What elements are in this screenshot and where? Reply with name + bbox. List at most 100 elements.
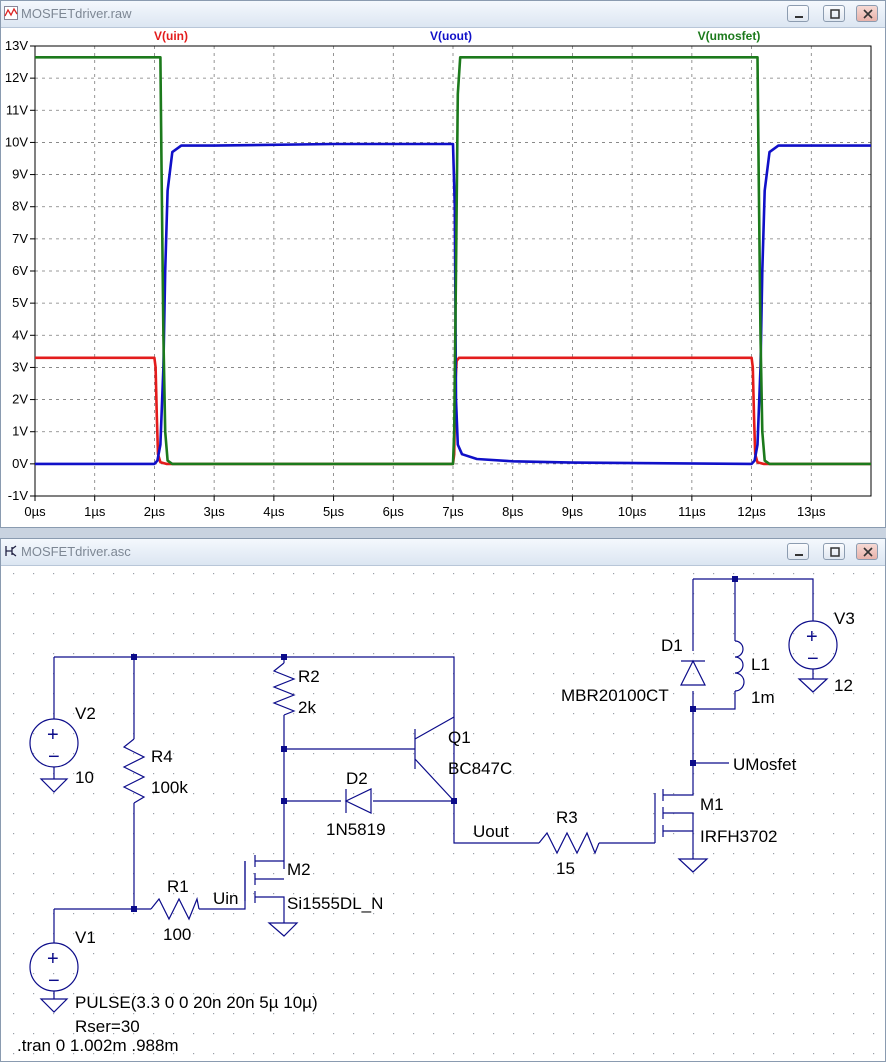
d2-diode[interactable] xyxy=(344,788,372,814)
label-q1: Q1 xyxy=(448,728,471,747)
x-tick-label: 11µs xyxy=(678,504,706,519)
y-tick-label: 0V xyxy=(12,456,28,471)
label-v2-value: 10 xyxy=(75,768,94,787)
schematic-close-button[interactable] xyxy=(856,543,878,560)
y-tick-label: 2V xyxy=(12,392,28,407)
v2-source[interactable] xyxy=(29,718,79,768)
y-tick-label: 4V xyxy=(12,327,28,342)
plot-close-button[interactable] xyxy=(856,5,878,22)
legend-vuin[interactable]: V(uin) xyxy=(154,29,188,43)
x-tick-label: 8µs xyxy=(502,504,524,519)
svg-text:−: − xyxy=(48,746,60,768)
y-tick-label: 8V xyxy=(12,199,28,214)
label-net-umosfet: UMosfet xyxy=(733,755,797,774)
x-tick-label: 4µs xyxy=(263,504,285,519)
junction-dots xyxy=(131,576,738,912)
label-r3-value: 15 xyxy=(556,859,575,878)
source-polarity-marks: +− +− +− xyxy=(47,626,819,992)
schematic-icon xyxy=(5,545,17,557)
legend-vumosfet[interactable]: V(umosfet) xyxy=(698,29,761,43)
svg-text:−: − xyxy=(807,648,819,670)
y-tick-label: 1V xyxy=(12,424,28,439)
close-icon xyxy=(863,547,873,557)
plot-grid xyxy=(35,46,871,496)
label-net-uout: Uout xyxy=(473,822,509,841)
label-v3-value: 12 xyxy=(834,676,853,695)
q1-transistor[interactable] xyxy=(414,716,455,802)
m2-mosfet[interactable] xyxy=(244,855,285,923)
label-r4: R4 xyxy=(151,747,173,766)
plot-legend[interactable]: V(uin) V(uout) V(umosfet) xyxy=(154,29,760,43)
minimize-icon xyxy=(795,16,803,18)
label-r1: R1 xyxy=(167,877,189,896)
wire-l1[interactable] xyxy=(693,579,736,710)
schematic-window[interactable]: MOSFETdriver.asc xyxy=(0,538,886,1062)
wire-top-rail[interactable] xyxy=(54,656,455,801)
waveform-titlebar[interactable]: MOSFETdriver.raw xyxy=(1,1,885,28)
m2-ground xyxy=(267,922,299,937)
plot-maximize-button[interactable] xyxy=(823,5,845,22)
label-v2: V2 xyxy=(75,704,96,723)
wire-d1[interactable] xyxy=(692,578,814,764)
label-l1: L1 xyxy=(751,655,770,674)
m1-mosfet[interactable] xyxy=(654,763,694,859)
label-r1-value: 100 xyxy=(163,925,191,944)
schematic-window-title: MOSFETdriver.asc xyxy=(21,544,131,559)
y-tick-label: 7V xyxy=(12,231,28,246)
minimize-icon xyxy=(795,554,803,556)
schematic-minimize-button[interactable] xyxy=(787,543,809,560)
x-tick-label: 9µs xyxy=(562,504,584,519)
x-tick-label: 10µs xyxy=(618,504,647,519)
label-l1-value: 1m xyxy=(751,688,775,707)
y-tick-label: 3V xyxy=(12,359,28,374)
wire-uout[interactable] xyxy=(453,801,655,844)
schematic-canvas[interactable]: +− +− +− V2 10 R4 100k R2 2k Q1 BC847C xyxy=(1,566,885,1062)
label-m1-model: IRFH3702 xyxy=(700,827,777,846)
plot-minimize-button[interactable] xyxy=(787,5,809,22)
v1-ground xyxy=(39,998,69,1013)
x-tick-label: 7µs xyxy=(442,504,464,519)
schematic-maximize-button[interactable] xyxy=(823,543,845,560)
r1-resistor[interactable] xyxy=(150,896,200,921)
v3-ground xyxy=(797,678,829,693)
y-tick-label: 10V xyxy=(5,134,28,149)
label-v1: V1 xyxy=(75,928,96,947)
label-r2-value: 2k xyxy=(298,698,316,717)
y-tick-label: -1V xyxy=(8,488,29,503)
maximize-icon xyxy=(830,547,840,557)
x-tick-label: 13µs xyxy=(797,504,826,519)
close-icon xyxy=(863,9,873,19)
x-tick-label: 3µs xyxy=(204,504,226,519)
legend-vuout[interactable]: V(uout) xyxy=(430,29,472,43)
plot-traces xyxy=(35,55,871,466)
label-m2: M2 xyxy=(287,860,311,879)
label-q1-model: BC847C xyxy=(448,759,512,778)
maximize-icon xyxy=(830,9,840,19)
label-d2-model: 1N5819 xyxy=(326,820,386,839)
x-tick-label: 1µs xyxy=(84,504,106,519)
r3-resistor[interactable] xyxy=(538,831,600,855)
r2-resistor[interactable] xyxy=(272,662,296,716)
l1-inductor[interactable] xyxy=(734,640,745,692)
label-v3: V3 xyxy=(834,609,855,628)
m1-ground xyxy=(677,858,709,873)
label-v1-value: PULSE(3.3 0 0 20n 20n 5µ 10µ) xyxy=(75,993,318,1012)
svg-text:+: + xyxy=(47,948,59,970)
x-tick-label: 12µs xyxy=(737,504,766,519)
y-tick-label: 11V xyxy=(6,102,28,117)
label-d2: D2 xyxy=(346,769,368,788)
spice-directive[interactable]: .tran 0 1.002m .988m xyxy=(17,1036,179,1055)
label-net-uin: Uin xyxy=(213,889,239,908)
r4-resistor[interactable] xyxy=(122,738,146,804)
label-m1: M1 xyxy=(700,795,724,814)
y-tick-label: 5V xyxy=(12,295,28,310)
waveform-window-title: MOSFETdriver.raw xyxy=(21,6,132,21)
v2-ground xyxy=(39,778,69,793)
x-tick-label: 6µs xyxy=(383,504,405,519)
schematic-titlebar[interactable]: MOSFETdriver.asc xyxy=(1,539,885,566)
d1-diode[interactable] xyxy=(680,659,706,686)
v1-source[interactable] xyxy=(29,942,79,992)
